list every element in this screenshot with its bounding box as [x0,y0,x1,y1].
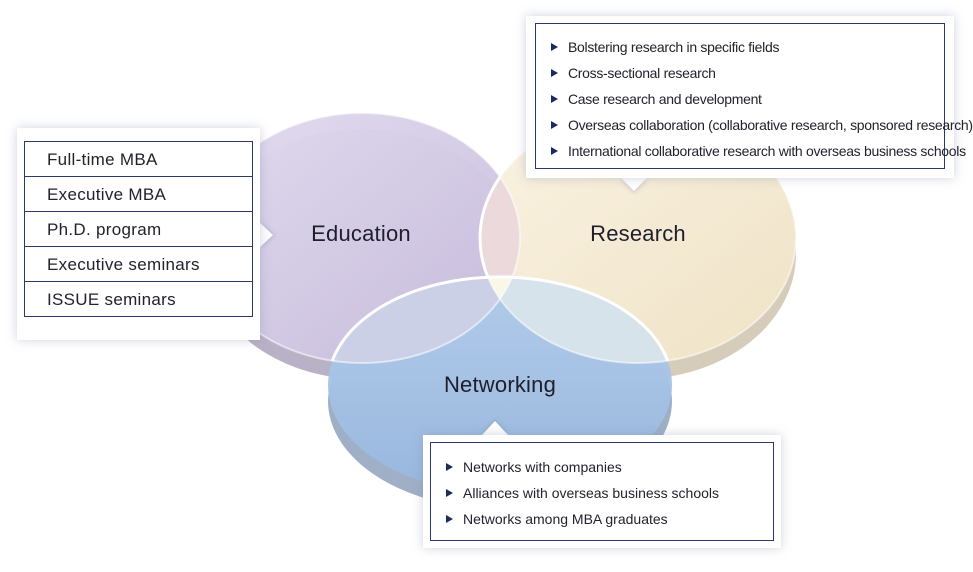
education-item: ISSUE seminars [24,281,253,317]
triangle-bullet-icon [551,95,558,103]
triangle-bullet-icon [551,69,558,77]
research-item: Overseas collaboration (collaborative re… [551,112,973,138]
triangle-bullet-icon [551,43,558,51]
triangle-bullet-icon [551,121,558,129]
education-item: Full-time MBA [24,141,253,177]
research-box: Bolstering research in specific fields C… [535,23,973,169]
networking-item: Networks with companies [446,454,773,480]
education-callout: Full-time MBA Executive MBA Ph.D. progra… [17,128,260,340]
research-list: Bolstering research in specific fields C… [536,24,973,164]
networking-item: Alliances with overseas business schools [446,480,773,506]
education-item: Executive MBA [24,176,253,212]
research-item: International collaborative research wit… [551,138,966,164]
research-label: Research [590,221,686,246]
triangle-bullet-icon [446,463,453,471]
networking-item: Networks among MBA graduates [446,506,773,532]
triangle-bullet-icon [446,515,453,523]
education-item: Executive seminars [24,246,253,282]
education-callout-pointer [259,222,273,248]
center-overlap [480,275,520,363]
triangle-bullet-icon [446,489,453,497]
education-label: Education [311,221,411,246]
networking-callout: Networks with companies Alliances with o… [423,435,781,548]
education-item: Ph.D. program [24,211,253,247]
research-item: Case research and development [551,86,944,112]
networking-label: Networking [444,372,556,397]
networking-box: Networks with companies Alliances with o… [430,442,774,541]
networking-list: Networks with companies Alliances with o… [431,443,773,532]
education-list: Full-time MBA Executive MBA Ph.D. progra… [24,141,253,317]
networking-callout-pointer [482,421,508,435]
research-callout: Bolstering research in specific fields C… [526,16,973,178]
triangle-bullet-icon [551,147,558,155]
research-item: Bolstering research in specific fields [551,34,944,60]
research-callout-pointer [620,177,648,191]
research-item: Cross-sectional research [551,60,944,86]
